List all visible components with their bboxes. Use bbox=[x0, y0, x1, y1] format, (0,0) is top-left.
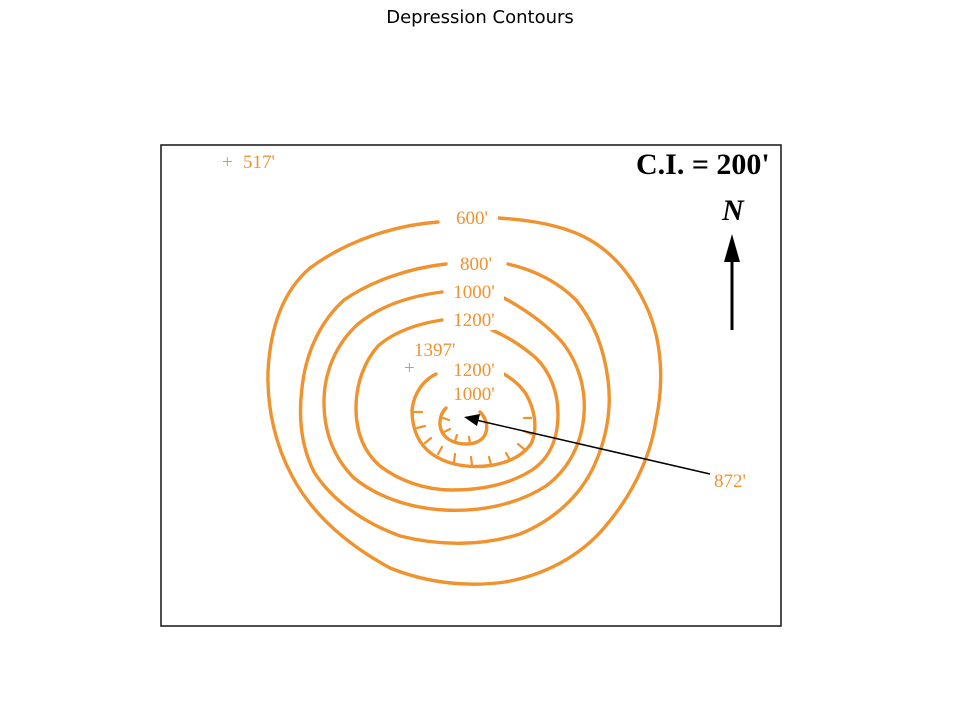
contour-line-1000 bbox=[322, 290, 586, 512]
spot-marker-1397: + bbox=[404, 358, 415, 379]
spot-elevations: + 517' + 1397' 872' bbox=[222, 152, 746, 492]
north-label: N bbox=[721, 194, 745, 227]
contour-interval-label: C.I. = 200' bbox=[636, 148, 770, 181]
contour-label-600: 600' bbox=[456, 208, 488, 229]
spot-elevation-1397: 1397' bbox=[414, 340, 455, 361]
spot-marker-517: + bbox=[222, 152, 233, 173]
contour-labels: 600' 800' 1000' 1200' 1200' 1000' bbox=[444, 206, 504, 405]
north-arrow-icon: N bbox=[721, 194, 745, 330]
spot-elevation-517: 517' bbox=[243, 152, 275, 173]
contour-label-1000: 1000' bbox=[453, 282, 494, 303]
contour-label-1200: 1200' bbox=[453, 310, 494, 331]
contour-line-1200 bbox=[354, 318, 560, 492]
spot-elevation-872: 872' bbox=[714, 471, 746, 492]
contour-line-1200-depression bbox=[410, 370, 537, 469]
contour-label-1000-depression: 1000' bbox=[453, 384, 494, 405]
contour-label-1200-depression: 1200' bbox=[453, 360, 494, 381]
contour-line-800 bbox=[298, 262, 611, 545]
contour-line-600 bbox=[266, 216, 663, 586]
leader-arrow bbox=[464, 414, 711, 475]
slide-title: Depression Contours bbox=[386, 7, 574, 28]
contour-label-800: 800' bbox=[460, 254, 492, 275]
contour-line-1000-depression bbox=[438, 406, 489, 446]
contour-lines bbox=[266, 216, 663, 586]
